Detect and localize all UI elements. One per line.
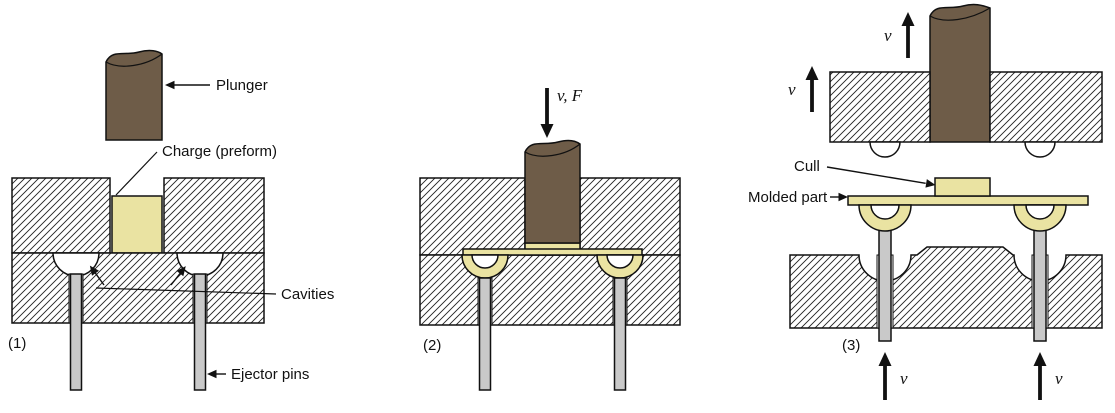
velocity-label-ejector-right: v — [1055, 369, 1063, 388]
charge-label: Charge (preform) — [162, 143, 277, 160]
cavities-label: Cavities — [281, 286, 334, 303]
plunger-top-cut-line-2 — [524, 143, 581, 157]
upper-mold-left-3 — [829, 71, 931, 143]
velocity-label-ejector-left: v — [900, 369, 908, 388]
panel-2: v, F (2) — [419, 86, 681, 391]
plunger-top-cut-line-1 — [105, 53, 163, 67]
molded-part-flange — [847, 195, 1089, 206]
upper-core-right — [1024, 141, 1056, 158]
cavities-leader-line — [95, 287, 277, 295]
panel-2-number: (2) — [423, 337, 441, 354]
mold-up-arrow — [805, 66, 819, 112]
core-left-2 — [471, 254, 499, 269]
ejector-pins-label: Ejector pins — [231, 366, 309, 383]
charge-leader-line — [115, 151, 158, 196]
lower-mold-3 — [789, 246, 1103, 329]
upper-mold-right-3 — [989, 71, 1103, 143]
ejector-pins-arrow — [207, 369, 226, 379]
molded-dome-hollow-right — [1025, 204, 1055, 220]
core-right-2 — [606, 254, 634, 269]
lower-mold-1 — [11, 252, 265, 324]
press-down-arrow — [540, 88, 554, 138]
plunger-label: Plunger — [216, 77, 268, 94]
runner-layer — [462, 248, 643, 256]
ejector-pin-right-3 — [1033, 228, 1047, 342]
ejector-pin-right-1 — [193, 273, 207, 391]
charge-preform — [111, 195, 163, 254]
upper-mold-left-1 — [11, 177, 111, 254]
plunger-arrow — [165, 80, 210, 90]
cavity-pointer-arrow-left — [89, 265, 105, 286]
upper-core-left — [869, 141, 901, 158]
plunger-up-arrow — [901, 12, 915, 58]
plunger-3 — [929, 3, 991, 143]
molded-dome-hollow-left — [870, 204, 900, 220]
panel-1-number: (1) — [8, 335, 26, 352]
ejector-up-arrow-left — [878, 352, 892, 400]
cavity-pointer-arrow-right — [170, 266, 186, 286]
upper-mold-right-1 — [163, 177, 265, 254]
velocity-force-label: v, F — [557, 86, 583, 105]
upper-mold-left-2 — [419, 177, 526, 256]
ejector-pin-left-3 — [878, 228, 892, 342]
ejector-pin-left-1 — [69, 273, 83, 391]
panel-3: v v v v Cull Molded part (3) — [748, 3, 1103, 400]
upper-mold-right-2 — [579, 177, 681, 256]
plunger-top-cut-line-3 — [929, 7, 991, 21]
cull-label: Cull — [794, 158, 820, 175]
ejector-pin-right-2 — [613, 277, 627, 391]
molded-part-arrow — [830, 192, 848, 202]
panel-1: Plunger Charge (preform) Cavities Ejecto… — [8, 49, 334, 391]
ejector-pin-left-2 — [478, 277, 492, 391]
cull-arrow — [826, 166, 936, 188]
molded-part-label: Molded part — [748, 189, 828, 206]
velocity-label-plunger: v — [884, 26, 892, 45]
plunger-1 — [105, 49, 163, 141]
cull — [934, 177, 991, 197]
velocity-label-mold: v — [788, 80, 796, 99]
ejector-up-arrow-right — [1033, 352, 1047, 400]
panel-3-number: (3) — [842, 337, 860, 354]
